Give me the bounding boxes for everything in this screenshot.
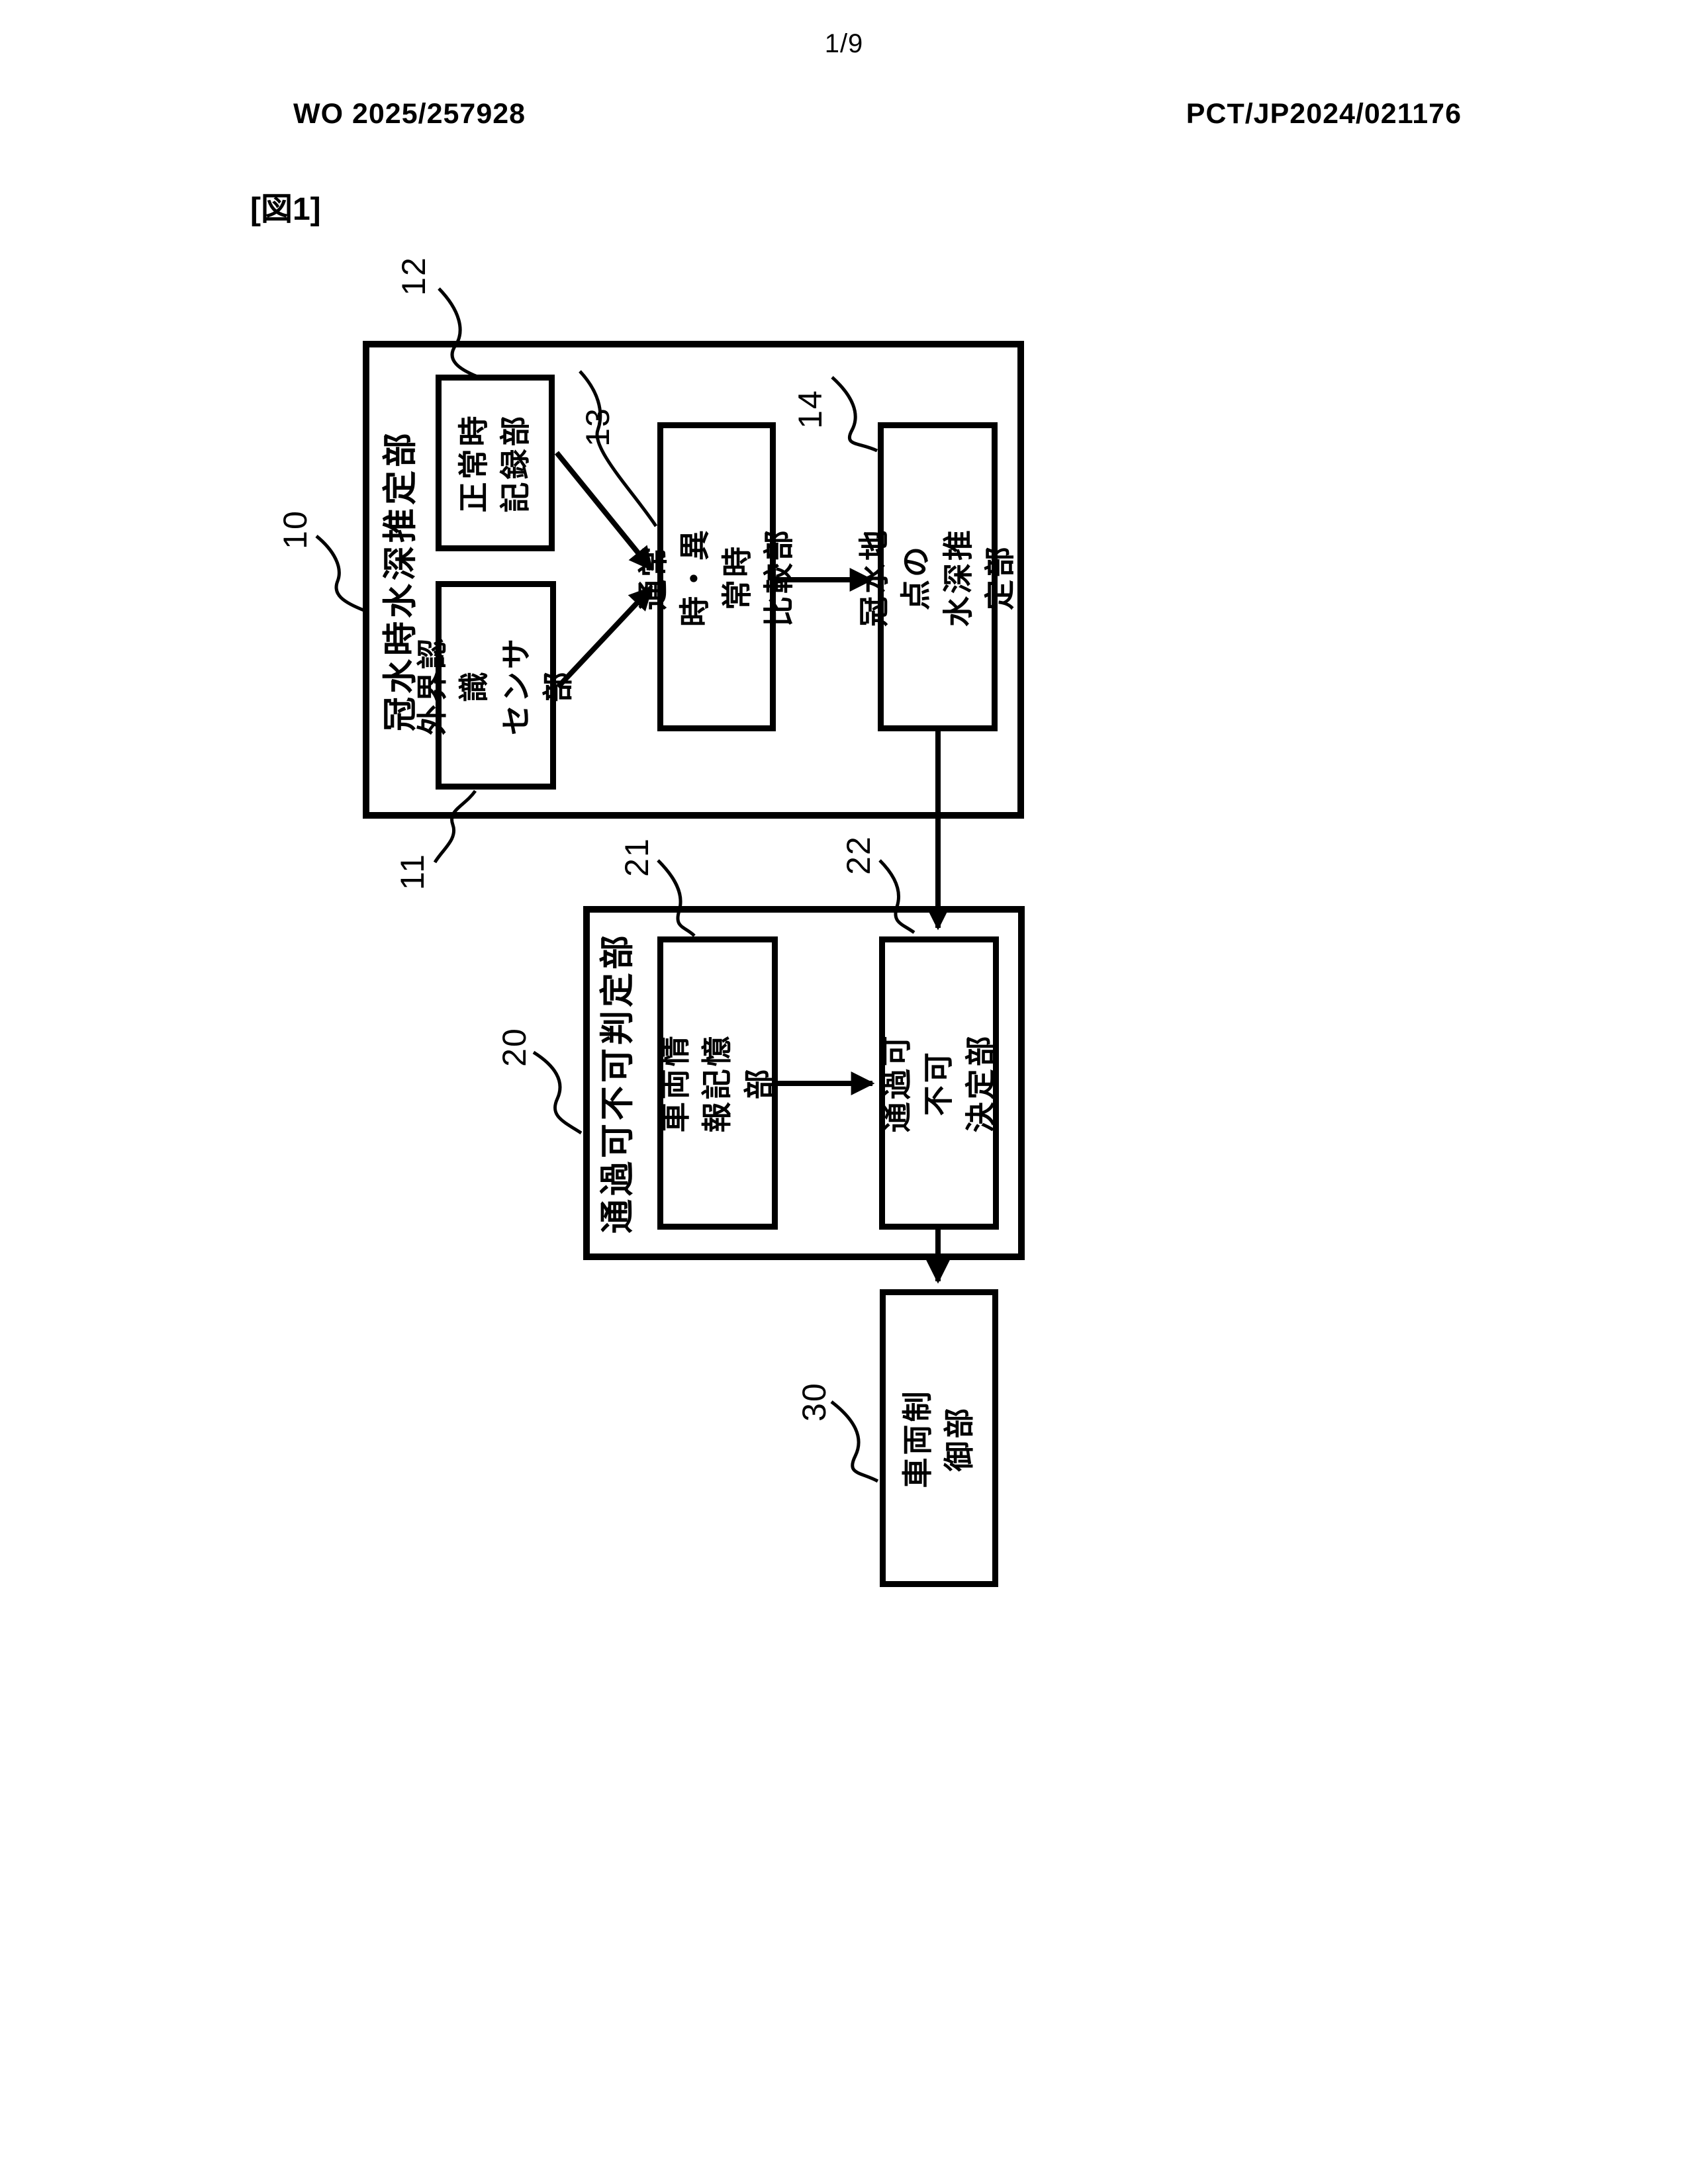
block-22-passability-decision-unit: 通過可不可 決定部	[879, 936, 999, 1230]
block-13-normal-abnormal-comparison-unit: 通常時・異常時 比較部	[636, 422, 796, 731]
block-12-label: 正常時 記録部	[456, 413, 533, 513]
block-30-vehicle-control-unit: 車両制御部	[880, 1289, 998, 1587]
ref-numeral-30: 30	[796, 1382, 833, 1422]
block-30-label: 車両制御部	[900, 1388, 977, 1488]
block-14-label: 冠水地点の 水深推定部	[857, 527, 1017, 627]
block-11-label: 外界認識 センサ部	[415, 635, 576, 735]
leader-line-20	[532, 1050, 583, 1135]
ref-numeral-22: 22	[840, 835, 877, 875]
ref-numeral-20: 20	[496, 1027, 533, 1067]
ref-numeral-12: 12	[395, 256, 432, 296]
block-14-flooded-point-depth-estimation-unit: 冠水地点の 水深推定部	[857, 422, 1017, 731]
block-22-label: 通過可不可 決定部	[879, 1033, 998, 1133]
ref-numeral-21: 21	[618, 837, 655, 877]
block-13-label: 通常時・異常時 比較部	[635, 527, 796, 627]
figure-caption: [図1]	[250, 192, 321, 227]
block-12-normal-time-recording-unit: 正常時 記録部	[436, 375, 555, 551]
block-11-external-recognition-sensor-unit: 外界認識 センサ部	[415, 581, 575, 790]
block-21-vehicle-info-storage-unit: 車両情報記憶部	[657, 936, 778, 1230]
block-21-label: 車両情報記憶部	[657, 1033, 776, 1133]
group-20-title: 通過可不可判定部	[598, 931, 637, 1234]
ref-numeral-11: 11	[394, 853, 431, 890]
ref-numeral-14: 14	[792, 389, 829, 429]
application-number: PCT/JP2024/021176	[1186, 98, 1462, 130]
ref-numeral-10: 10	[277, 510, 314, 549]
leader-line-30	[830, 1400, 879, 1483]
leader-line-10	[315, 535, 366, 613]
sheet-page-number: 1/9	[824, 29, 864, 58]
publication-number: WO 2025/257928	[293, 98, 526, 130]
ref-numeral-13: 13	[579, 407, 616, 447]
